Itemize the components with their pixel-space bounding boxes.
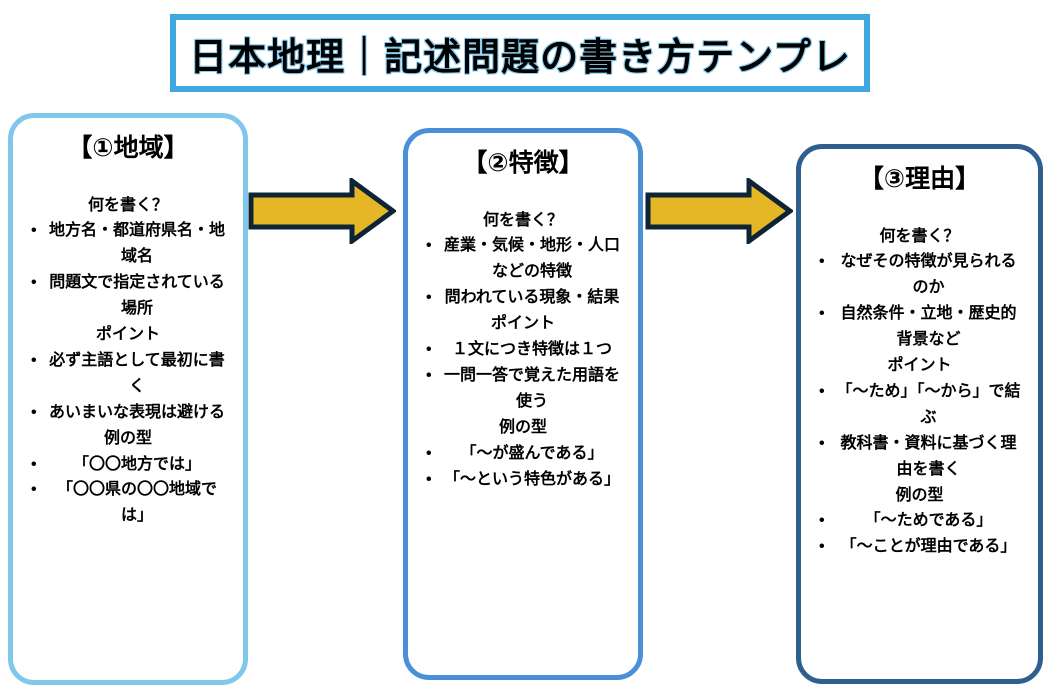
step-box-riyuu: 【③理由】 何を書く？ なぜその特徴が見られるのか 自然条件・立地・歴史的背景な…: [796, 144, 1043, 684]
list-item: 必ず主語として最初に書く: [17, 348, 239, 400]
list-item: 教科書・資料に基づく理由を書く: [805, 431, 1034, 483]
list-item: あいまいな表現は避ける: [17, 400, 239, 426]
step-2-header: 【②特徴】: [462, 149, 584, 177]
section-label-what: 何を書く？: [87, 196, 168, 214]
arrow-step2-to-step3: [645, 176, 795, 249]
list-item: 自然条件・立地・歴史的背景など: [805, 301, 1034, 353]
step-1-body: 何を書く？ 地方名・都道府県名・地域名 問題文で指定されている場所 ポイント 必…: [13, 193, 243, 530]
page-title: 日本地理｜記述問題の書き方テンプレ: [189, 36, 851, 79]
list-item: １文につき特徴は１つ: [412, 337, 634, 363]
section-label-example: 例の型: [103, 429, 152, 447]
section-label-point: ポイント: [887, 357, 952, 375]
section-label-example: 例の型: [895, 486, 944, 504]
section-label-what: 何を書く？: [879, 227, 960, 245]
list-item: 問われている現象・結果: [412, 285, 634, 311]
list-item: 一問一答で覚えた用語を使う: [412, 363, 634, 415]
list-item: 問題文で指定されている場所: [17, 270, 239, 322]
arrow-step1-to-step2: [248, 176, 398, 249]
list-item: 「〜が盛んである」: [412, 441, 634, 467]
list-item: 地方名・都道府県名・地域名: [17, 218, 239, 270]
step-3-body: 何を書く？ なぜその特徴が見られるのか 自然条件・立地・歴史的背景など ポイント…: [801, 224, 1038, 561]
list-item: 「〜ためである」: [805, 508, 1034, 534]
step-3-header: 【③理由】: [858, 165, 981, 193]
list-item: 「〇〇地方では」: [17, 452, 239, 478]
step-1-header: 【①地域】: [67, 134, 189, 162]
step-box-chiiki: 【①地域】 何を書く？ 地方名・都道府県名・地域名 問題文で指定されている場所 …: [8, 113, 248, 685]
step-2-body: 何を書く？ 産業・気候・地形・人口などの特徴 問われている現象・結果 ポイント …: [408, 208, 638, 493]
step-box-tokuchou: 【②特徴】 何を書く？ 産業・気候・地形・人口などの特徴 問われている現象・結果…: [403, 128, 643, 680]
section-label-point: ポイント: [490, 315, 555, 333]
section-label-point: ポイント: [95, 326, 160, 344]
list-item: なぜその特徴が見られるのか: [805, 249, 1034, 301]
list-item: 産業・気候・地形・人口などの特徴: [412, 233, 634, 285]
list-item: 「〜という特色がある」: [412, 467, 634, 493]
list-item: 「〜ことが理由である」: [805, 534, 1034, 560]
list-item: 「〇〇県の〇〇地域では」: [17, 477, 239, 529]
section-label-example: 例の型: [498, 418, 547, 436]
title-banner: 日本地理｜記述問題の書き方テンプレ: [170, 14, 870, 92]
list-item: 「〜ため」「〜から」で結ぶ: [805, 379, 1034, 431]
section-label-what: 何を書く？: [482, 211, 563, 229]
